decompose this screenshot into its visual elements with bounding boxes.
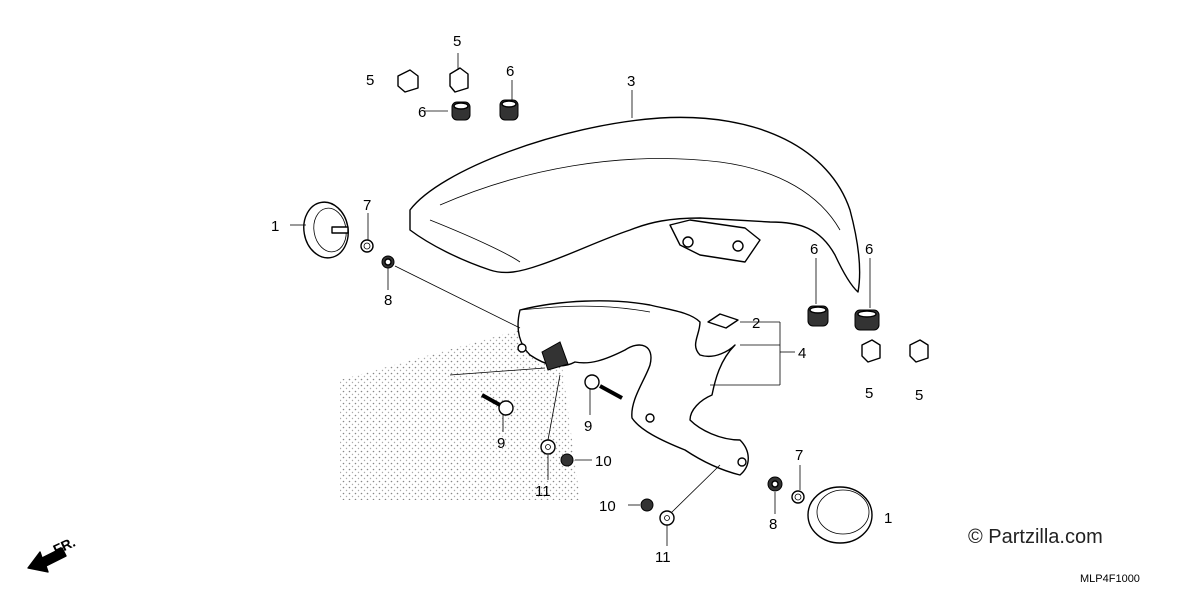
callout-5-c: 5 <box>865 385 873 402</box>
callout-6-d: 6 <box>865 241 873 258</box>
washer-11-b <box>659 510 675 526</box>
diagram-code: MLP4F1000 <box>1080 573 1140 585</box>
direction-label: FR. <box>51 534 78 558</box>
washer-11-a <box>540 439 556 455</box>
callout-9-right: 9 <box>584 418 592 435</box>
callout-8-right: 8 <box>769 516 777 533</box>
front-fender <box>409 116 861 293</box>
callout-5-b: 5 <box>453 33 461 50</box>
cap-5-b <box>449 67 469 93</box>
wheel-shadow <box>340 330 580 500</box>
callout-11-b: 11 <box>655 549 671 566</box>
emblem-left <box>303 201 349 259</box>
nut-7-left <box>360 239 374 253</box>
callout-3: 3 <box>627 73 635 90</box>
nut-7-right <box>791 490 805 504</box>
bolt-9-left <box>481 393 514 416</box>
callout-4: 4 <box>798 345 806 362</box>
callout-8-left: 8 <box>384 292 392 309</box>
grommet-6-d <box>854 309 880 331</box>
fender-bracket <box>517 300 749 476</box>
callout-5-a: 5 <box>366 72 374 89</box>
callout-10-a: 10 <box>595 453 612 470</box>
nut-10-b <box>640 498 654 512</box>
callout-6-c: 6 <box>810 241 818 258</box>
callout-9-left: 9 <box>497 435 505 452</box>
callout-7-left: 7 <box>363 197 371 214</box>
emblem-right <box>807 486 873 544</box>
grommet-6-a <box>451 101 471 121</box>
callout-11-a: 11 <box>535 483 551 500</box>
callout-1-right: 1 <box>884 510 892 527</box>
bolt-9-right <box>584 374 623 400</box>
leader-lines <box>290 53 871 546</box>
callout-1-left: 1 <box>271 218 279 235</box>
callout-6-a: 6 <box>418 104 426 121</box>
grommet-6-b <box>499 99 519 121</box>
copyright-watermark: © Partzilla.com <box>968 526 1103 548</box>
callout-6-b: 6 <box>506 63 514 80</box>
cap-5-d <box>909 339 929 363</box>
grommet-6-c <box>807 305 829 327</box>
callout-7-right: 7 <box>795 447 803 464</box>
front-direction-arrow: FR. <box>27 534 78 573</box>
cap-5-a <box>397 69 419 93</box>
callout-2: 2 <box>752 315 760 332</box>
callout-5-d: 5 <box>915 387 923 404</box>
collar-8-left <box>381 255 395 269</box>
callouts: 1 1 2 3 4 5 5 5 5 6 6 6 6 7 7 8 8 9 9 10… <box>271 33 923 566</box>
pad-2 <box>707 313 739 329</box>
nut-10-a <box>560 453 574 467</box>
collar-8-right <box>767 476 783 492</box>
callout-10-b: 10 <box>599 498 616 515</box>
cap-5-c <box>861 339 881 363</box>
